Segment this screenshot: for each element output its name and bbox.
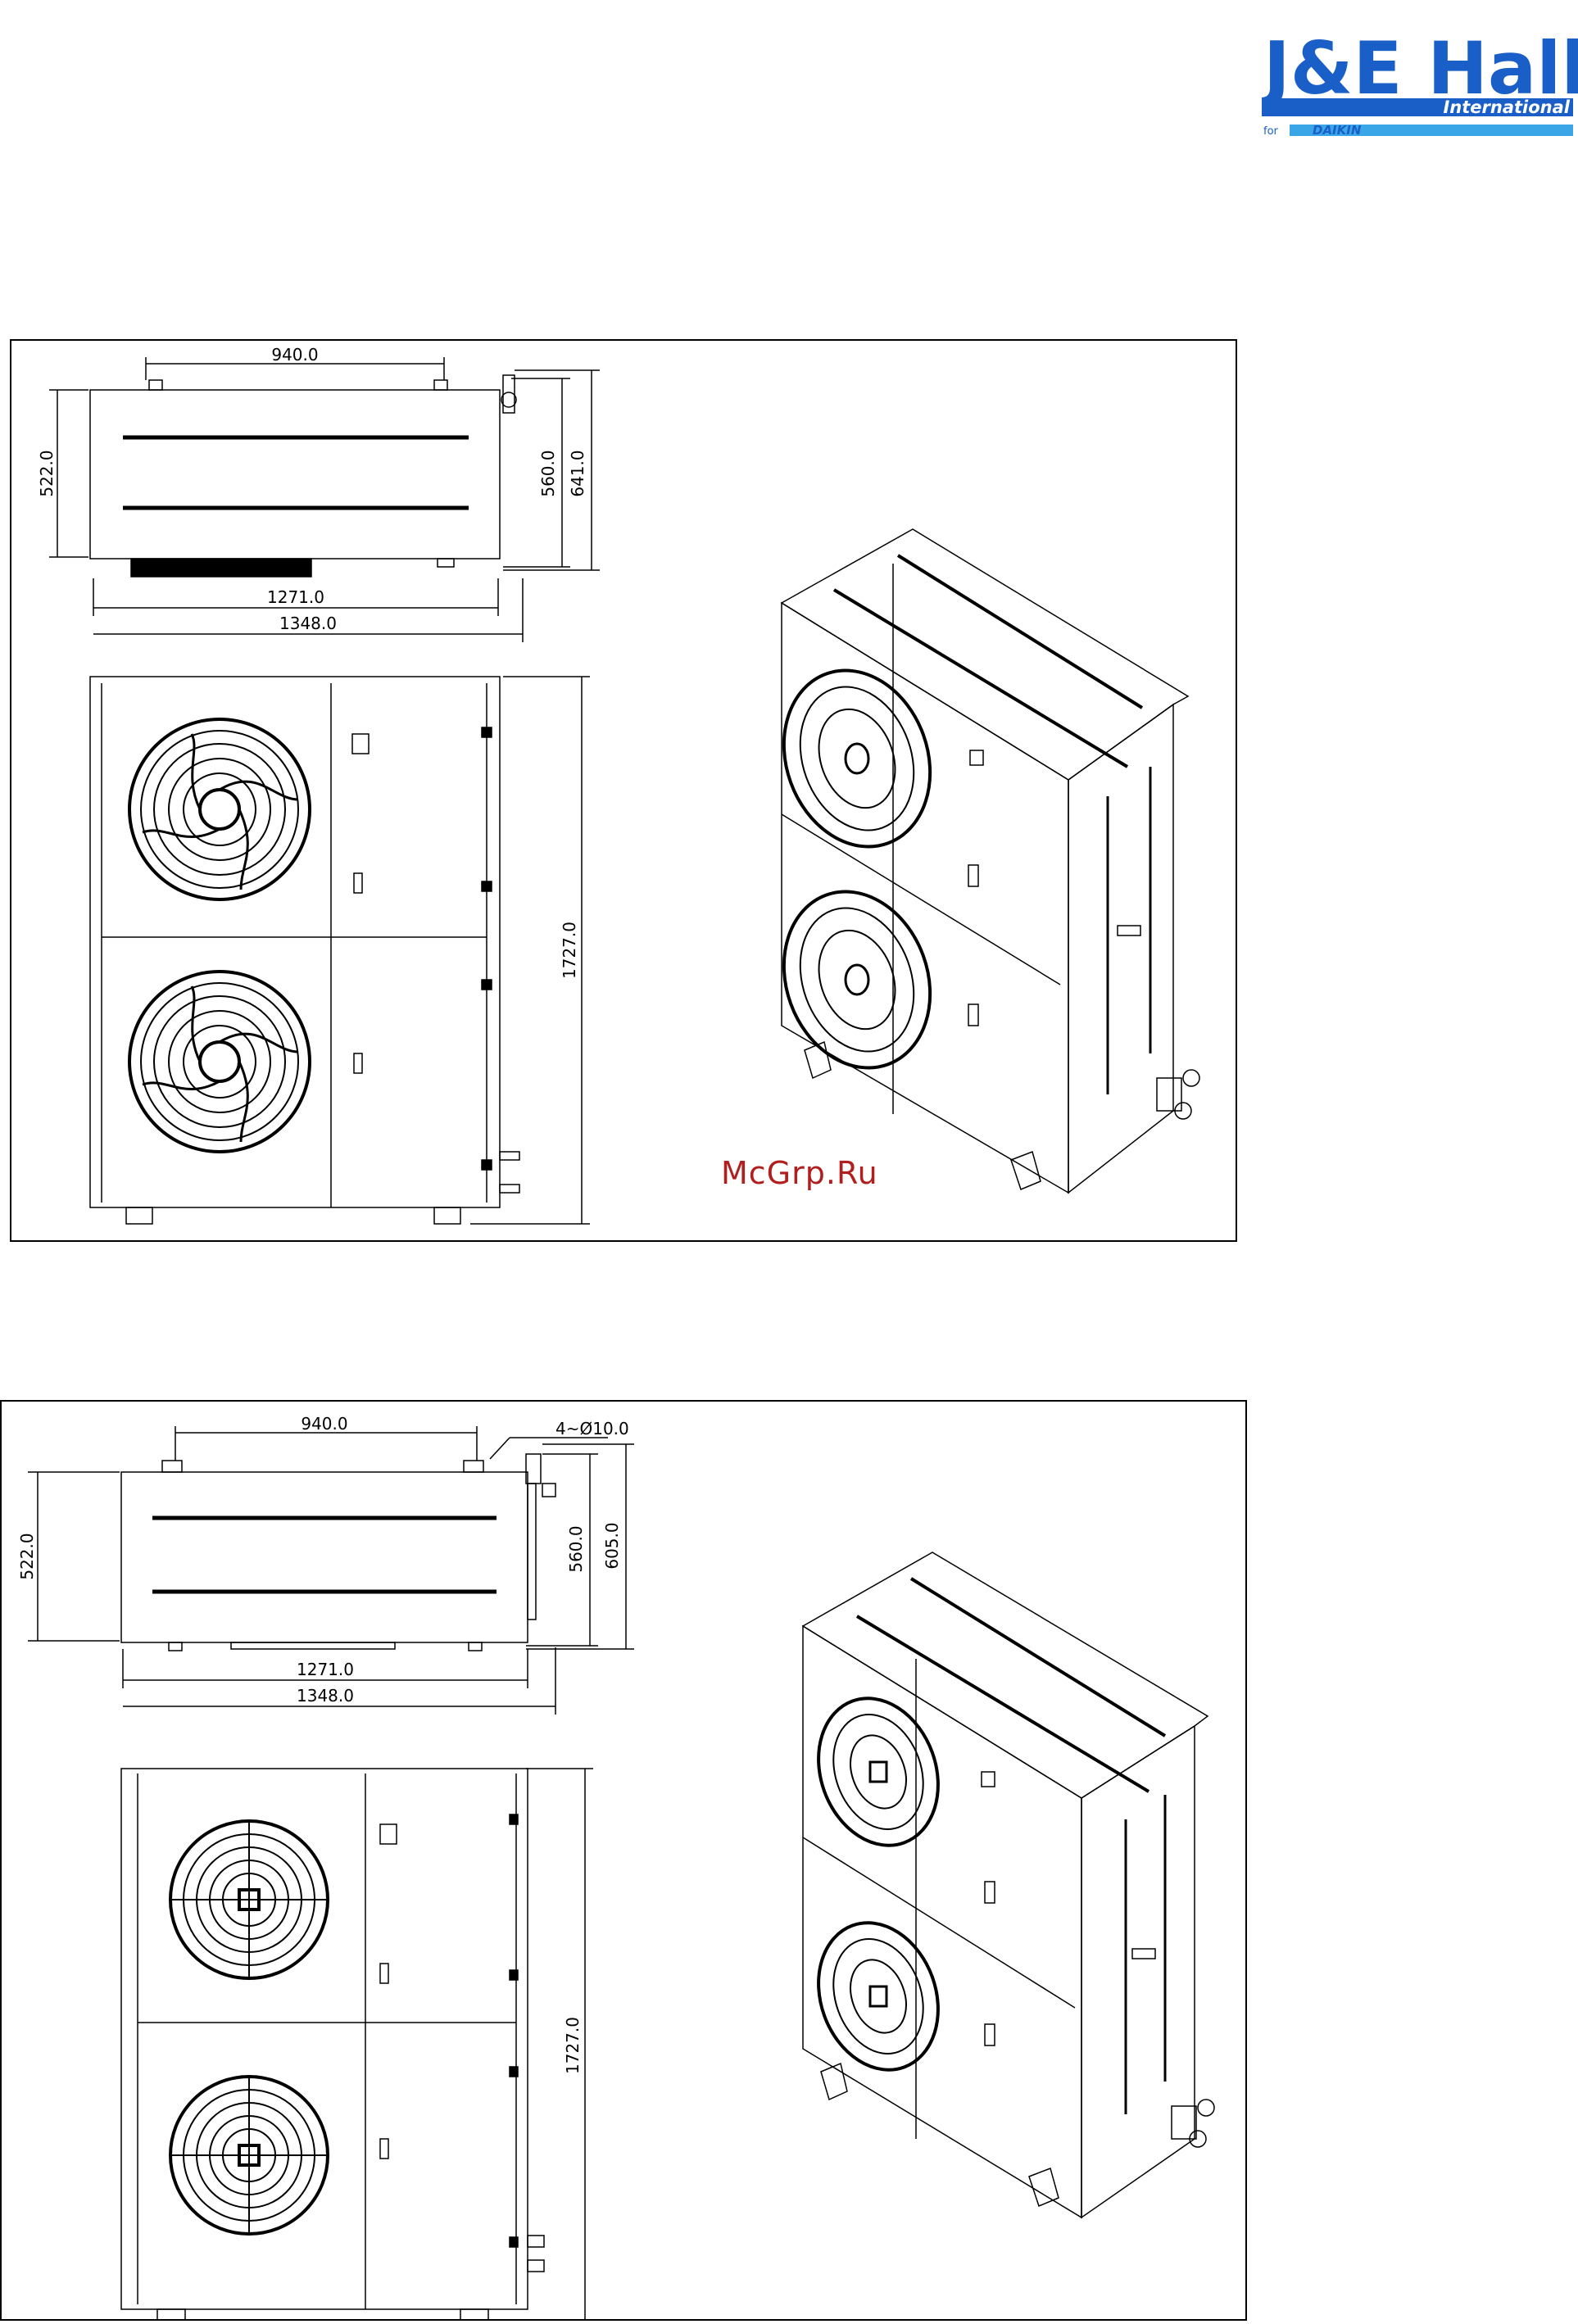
- dim-width-outer-2: 1348.0: [297, 1686, 354, 1706]
- drawing-panel-2: 940.0 4~Ø10.0 522.0 560.0 605.0 1271.0 1…: [0, 1400, 1247, 2321]
- dim-depth-mid-2: 560.0: [566, 1525, 586, 1572]
- dim-top-width-2: 940.0: [301, 1414, 347, 1434]
- dim-depth-left-2: 522.0: [17, 1533, 37, 1579]
- fan-icon-upper: [129, 719, 310, 899]
- logo-sub-text: International: [1443, 97, 1570, 117]
- front-view-body: [90, 677, 500, 1207]
- dim-depth-right-1: 641.0: [568, 450, 587, 496]
- fan-icon-upper: [170, 1821, 328, 1978]
- isometric-unit-2: [799, 1552, 1214, 2218]
- switch-icon: [380, 1824, 397, 1844]
- dim-depth-mid-1: 560.0: [538, 450, 558, 496]
- dim-height-2: 1727.0: [563, 2017, 583, 2074]
- dim-holes-2: 4~Ø10.0: [555, 1419, 629, 1438]
- logo-for-text: for: [1263, 125, 1279, 138]
- brand-logo: J&E Hall International for DAIKIN: [1262, 23, 1578, 146]
- dim-depth-right-2: 605.0: [602, 1522, 622, 1569]
- logo-partner-text: DAIKIN: [1313, 123, 1362, 138]
- dim-height-1: 1727.0: [560, 922, 579, 979]
- dim-width-outer-1: 1348.0: [279, 614, 337, 633]
- dim-top-width-1: 940.0: [271, 345, 318, 365]
- dim-width-inner-1: 1271.0: [267, 587, 324, 607]
- watermark: McGrp.Ru: [721, 1155, 878, 1191]
- switch-icon: [352, 734, 369, 754]
- top-view-body: [90, 390, 500, 559]
- dim-width-inner-2: 1271.0: [297, 1660, 354, 1679]
- fan-icon-lower: [170, 2077, 328, 2234]
- isometric-unit-1: [760, 341, 1199, 1193]
- top-view-body: [121, 1472, 528, 1642]
- fan-icon-lower: [129, 972, 310, 1152]
- front-view-body: [121, 1769, 528, 2309]
- dim-depth-left-1: 522.0: [37, 450, 57, 496]
- drawing-panel-1: 940.0 522.0 560.0 641.0 1271.0 1348.0 17…: [10, 339, 1237, 1242]
- top-view-fan-guard: [131, 559, 311, 577]
